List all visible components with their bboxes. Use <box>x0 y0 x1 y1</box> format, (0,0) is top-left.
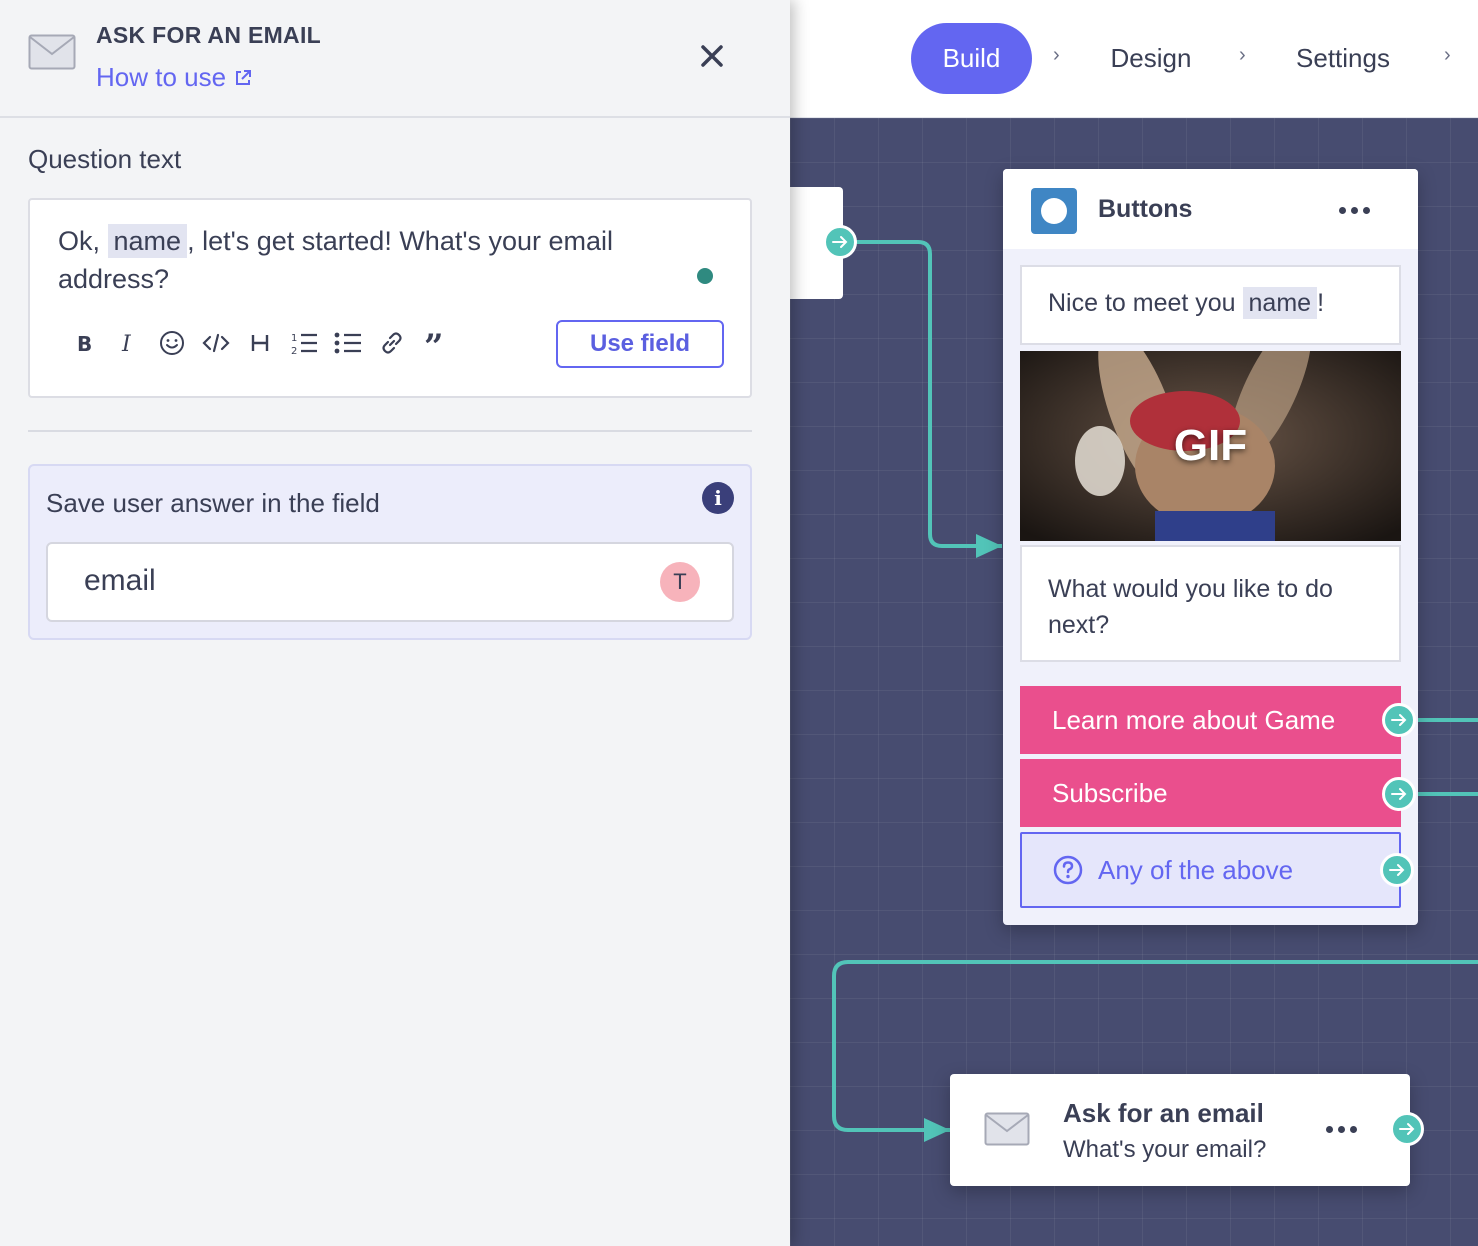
connector-wires <box>832 240 1478 1142</box>
info-icon[interactable]: i <box>702 482 734 514</box>
panel-title: ASK FOR AN EMAIL <box>96 22 321 48</box>
envelope-icon <box>984 1112 1030 1146</box>
wire-arrowhead <box>976 534 1002 558</box>
svg-text:B: B <box>77 332 92 354</box>
svg-text:I: I <box>121 332 132 354</box>
question-text-label: Question text <box>28 144 182 174</box>
question-circle-icon <box>1053 855 1083 885</box>
message-text: Nice to meet you <box>1048 289 1243 317</box>
panel-header: ASK FOR AN EMAIL How to use <box>0 0 790 118</box>
wire-to-email <box>832 960 1478 1132</box>
svg-text:2: 2 <box>291 346 297 356</box>
step-build[interactable]: Build <box>911 23 1032 94</box>
node-header: Buttons <box>1003 169 1418 249</box>
quote-icon[interactable]: ” <box>414 326 458 360</box>
fallback-output-port[interactable] <box>1380 853 1414 887</box>
buttons-node[interactable]: Buttons Nice to meet you name! GIF What … <box>1003 169 1418 925</box>
buttons-node-icon <box>1031 188 1077 234</box>
bold-icon[interactable]: B <box>62 326 106 360</box>
wire-arrowhead <box>924 1118 950 1142</box>
close-icon[interactable] <box>696 40 728 72</box>
field-type-badge: T <box>660 562 700 602</box>
node-title: Ask for an email <box>1063 1098 1264 1128</box>
chevron-right-icon: › <box>1444 44 1451 66</box>
save-answer-section: Save user answer in the field i email T <box>28 464 752 640</box>
chevron-right-icon: › <box>1053 44 1060 66</box>
gif-image[interactable]: GIF <box>1020 351 1401 541</box>
save-answer-label: Save user answer in the field <box>46 488 380 518</box>
question-text: , let's get started! What's your email a… <box>58 226 614 294</box>
ask-email-node[interactable]: Ask for an email What's your email? <box>950 1074 1410 1186</box>
step-nav: Build › Design › Settings › <box>790 0 1478 118</box>
chevron-right-icon: › <box>1239 44 1246 66</box>
gif-label: GIF <box>1173 421 1248 470</box>
node-title: Buttons <box>1098 195 1193 223</box>
variable-chip: name <box>1242 287 1318 319</box>
svg-text:”: ” <box>424 332 444 354</box>
email-output-port[interactable] <box>1390 1112 1424 1146</box>
link-icon[interactable] <box>370 326 414 360</box>
more-options-icon[interactable] <box>1339 207 1370 214</box>
heading-icon[interactable] <box>238 326 282 360</box>
wire-stub-to-buttons <box>842 240 1002 548</box>
step-settings[interactable]: Settings <box>1296 43 1390 73</box>
envelope-icon <box>28 34 76 70</box>
message-text: ! <box>1317 289 1325 317</box>
question-text: Ok, <box>58 226 108 256</box>
question-text-editor[interactable]: Ok, name, let's get started! What's your… <box>28 198 752 398</box>
message-bubble[interactable]: Nice to meet you name! <box>1020 265 1401 345</box>
choice-button-learn-more[interactable]: Learn more about Game <box>1020 686 1401 754</box>
emoji-icon[interactable] <box>150 326 194 360</box>
node-subtitle: What's your email? <box>1063 1136 1267 1163</box>
node-settings-panel: ASK FOR AN EMAIL How to use Question tex… <box>0 0 790 1246</box>
choice-button-subscribe[interactable]: Subscribe <box>1020 759 1401 827</box>
choice-1-output-port[interactable] <box>1382 703 1416 737</box>
editor-content[interactable]: Ok, name, let's get started! What's your… <box>58 222 698 298</box>
italic-icon[interactable]: I <box>106 326 150 360</box>
variable-chip[interactable]: name <box>107 224 188 258</box>
field-value: email <box>84 564 156 597</box>
code-icon[interactable] <box>194 326 238 360</box>
status-dot <box>697 268 713 284</box>
bullet-list-icon[interactable] <box>326 326 370 360</box>
link-text: How to use <box>96 62 227 92</box>
field-select[interactable]: email T <box>46 542 734 622</box>
divider <box>28 430 752 432</box>
external-link-icon <box>236 69 252 85</box>
svg-text:1: 1 <box>291 333 297 344</box>
fallback-choice[interactable]: Any of the above <box>1020 832 1401 908</box>
fallback-label: Any of the above <box>1098 854 1294 885</box>
more-options-icon[interactable] <box>1326 1126 1357 1133</box>
message-bubble[interactable]: What would you like to do next? <box>1020 545 1401 662</box>
choice-2-output-port[interactable] <box>1382 777 1416 811</box>
how-to-use-link[interactable]: How to use <box>96 62 252 93</box>
step-design[interactable]: Design <box>1110 43 1192 73</box>
stub-output-port[interactable] <box>823 225 857 259</box>
use-field-button[interactable]: Use field <box>556 320 724 368</box>
